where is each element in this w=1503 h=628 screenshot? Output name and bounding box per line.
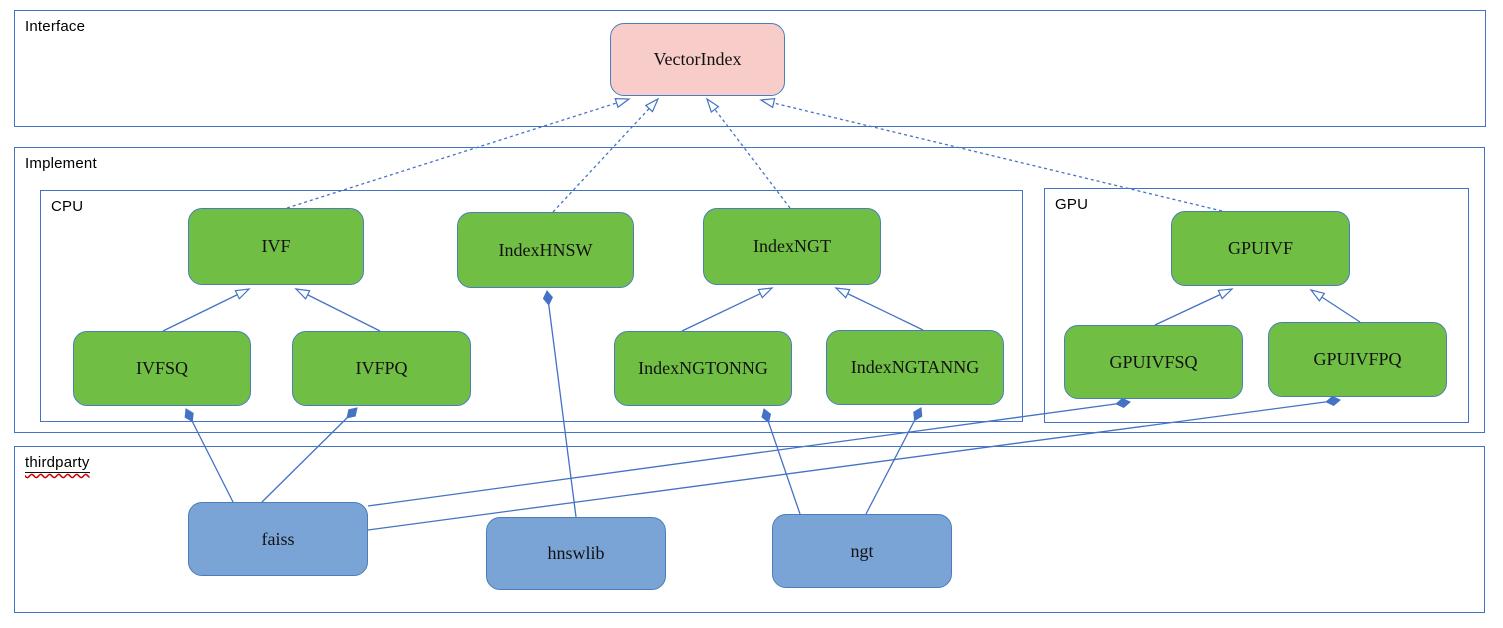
section-thirdparty-label: thirdparty	[25, 454, 90, 473]
node-faiss-label: faiss	[261, 528, 295, 549]
node-gpuivfpq-label: GPUIVFPQ	[1313, 349, 1402, 369]
node-ivfpq-label: IVFPQ	[355, 358, 408, 378]
node-ngt[interactable]: ngt	[772, 514, 952, 588]
node-faiss[interactable]: faiss	[188, 502, 368, 576]
section-gpu-label: GPU	[1055, 196, 1089, 213]
section-cpu-label: CPU	[51, 198, 84, 215]
node-gpuivfsq[interactable]: GPUIVFSQ	[1064, 325, 1243, 399]
node-gpuivf[interactable]: GPUIVF	[1171, 211, 1350, 286]
node-indexngtonng[interactable]: IndexNGTONNG	[614, 331, 792, 406]
node-vectorindex-label: VectorIndex	[653, 49, 742, 69]
node-indexngtonng-label: IndexNGTONNG	[638, 358, 768, 378]
section-interface-label: Interface	[25, 18, 86, 35]
node-gpuivfsq-label: GPUIVFSQ	[1109, 351, 1198, 372]
node-indexhnsw[interactable]: IndexHNSW	[457, 212, 634, 288]
node-ivfsq[interactable]: IVFSQ	[73, 331, 251, 406]
node-ivfpq[interactable]: IVFPQ	[292, 331, 471, 406]
node-hnswlib-label: hnswlib	[547, 543, 605, 563]
node-ivf-label: IVF	[261, 236, 291, 256]
section-implement-label: Implement	[25, 155, 97, 172]
node-indexhnsw-label: IndexHNSW	[498, 239, 593, 260]
node-gpuivfpq[interactable]: GPUIVFPQ	[1268, 322, 1447, 397]
node-gpuivf-label: GPUIVF	[1227, 238, 1293, 258]
node-ivf[interactable]: IVF	[188, 208, 364, 285]
node-ngt-label: ngt	[850, 540, 874, 561]
node-indexngtanng[interactable]: IndexNGTANNG	[826, 330, 1004, 405]
node-indexngt-label: IndexNGT	[753, 236, 831, 256]
node-indexngtanng-label: IndexNGTANNG	[850, 357, 980, 377]
node-ivfsq-label: IVFSQ	[135, 358, 188, 378]
node-hnswlib[interactable]: hnswlib	[486, 517, 666, 590]
node-indexngt[interactable]: IndexNGT	[703, 208, 881, 285]
node-vectorindex[interactable]: VectorIndex	[610, 23, 785, 96]
